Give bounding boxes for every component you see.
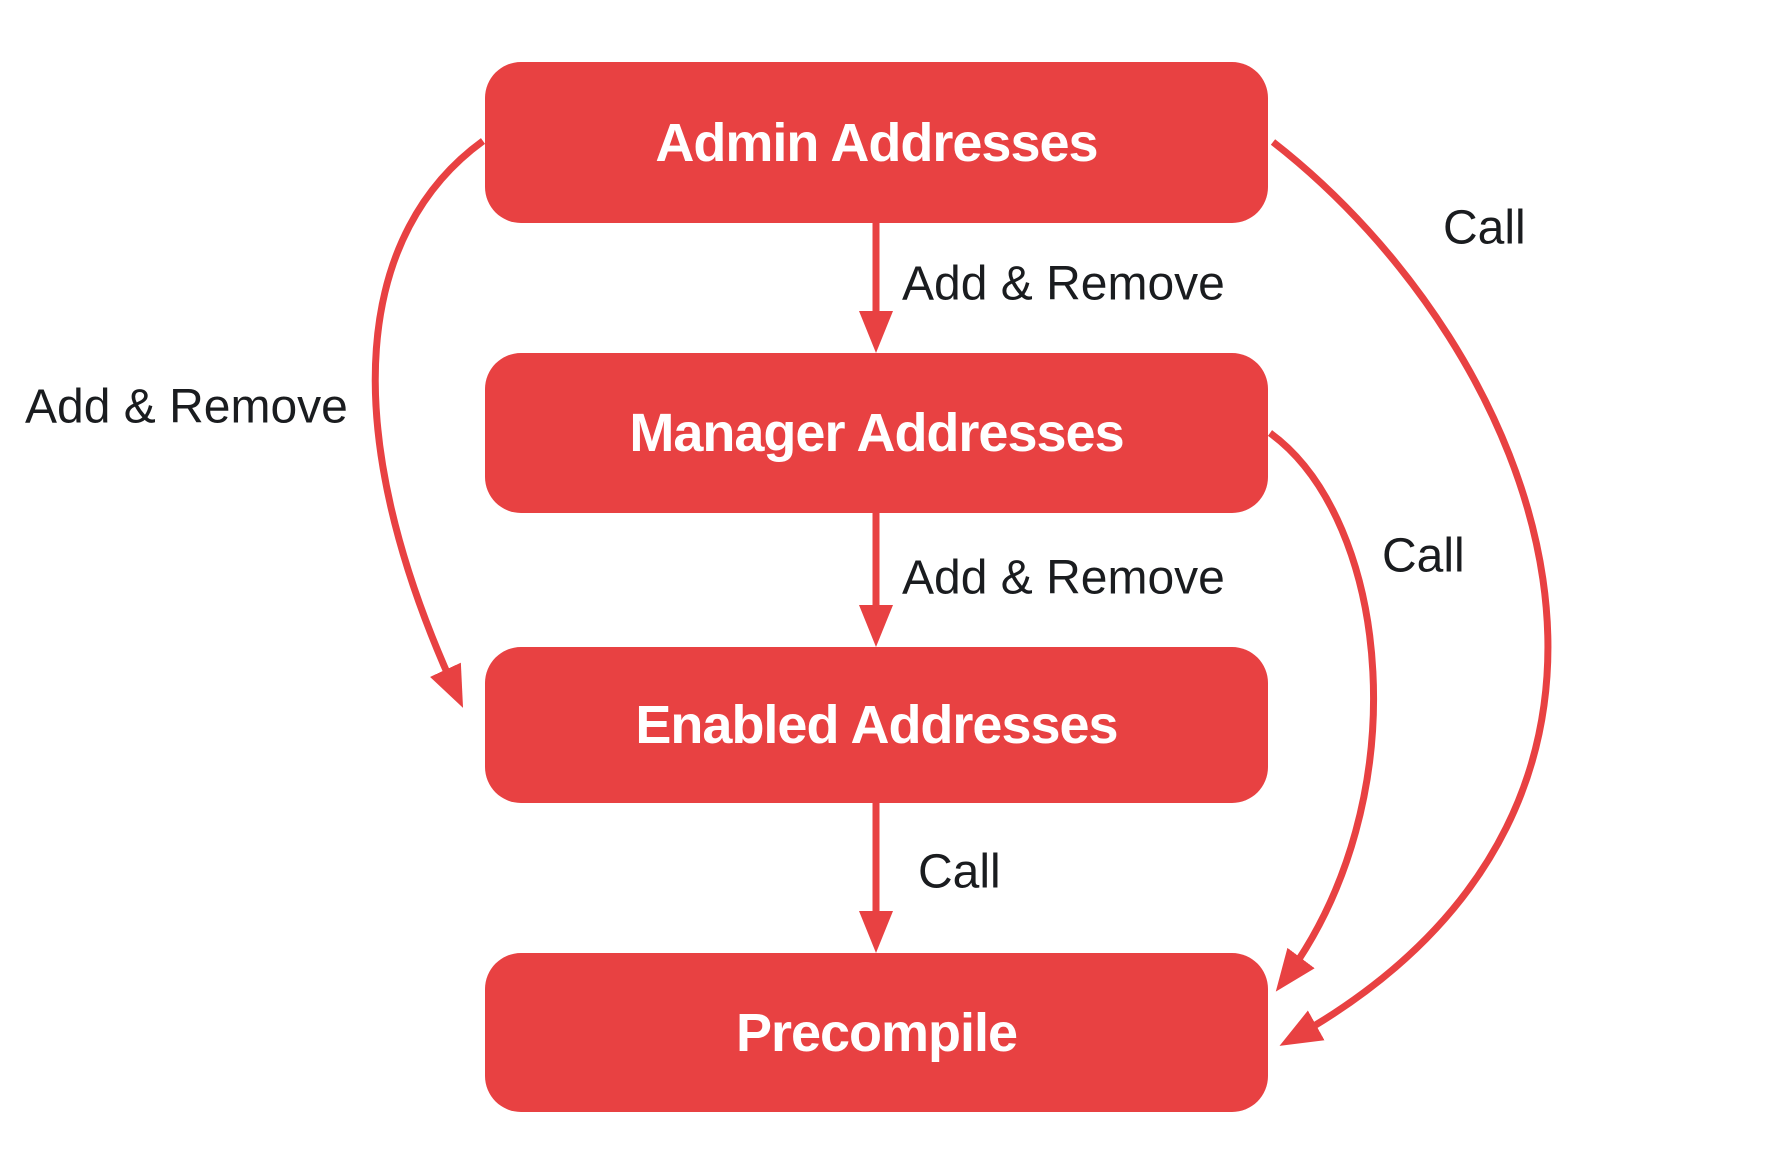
node-enabled-addresses: Enabled Addresses: [485, 647, 1268, 803]
node-manager-addresses: Manager Addresses: [485, 353, 1268, 513]
node-precompile: Precompile: [485, 953, 1268, 1112]
edge-label-admin-to-precompile: Call: [1443, 201, 1526, 255]
edge-admin-to-enabled-arrow: [371, 138, 486, 708]
edge-label-enabled-to-precompile: Call: [918, 845, 1001, 899]
edge-admin-to-precompile-arrow: [1270, 139, 1552, 1046]
edge-label-manager-to-precompile: Call: [1382, 529, 1465, 583]
edge-label-manager-to-enabled: Add & Remove: [902, 551, 1225, 605]
edge-label-admin-to-enabled: Add & Remove: [25, 380, 348, 434]
node-admin-addresses: Admin Addresses: [485, 62, 1268, 223]
edge-label-admin-to-manager: Add & Remove: [902, 257, 1225, 311]
edge-manager-to-precompile-arrow: [1267, 430, 1378, 992]
